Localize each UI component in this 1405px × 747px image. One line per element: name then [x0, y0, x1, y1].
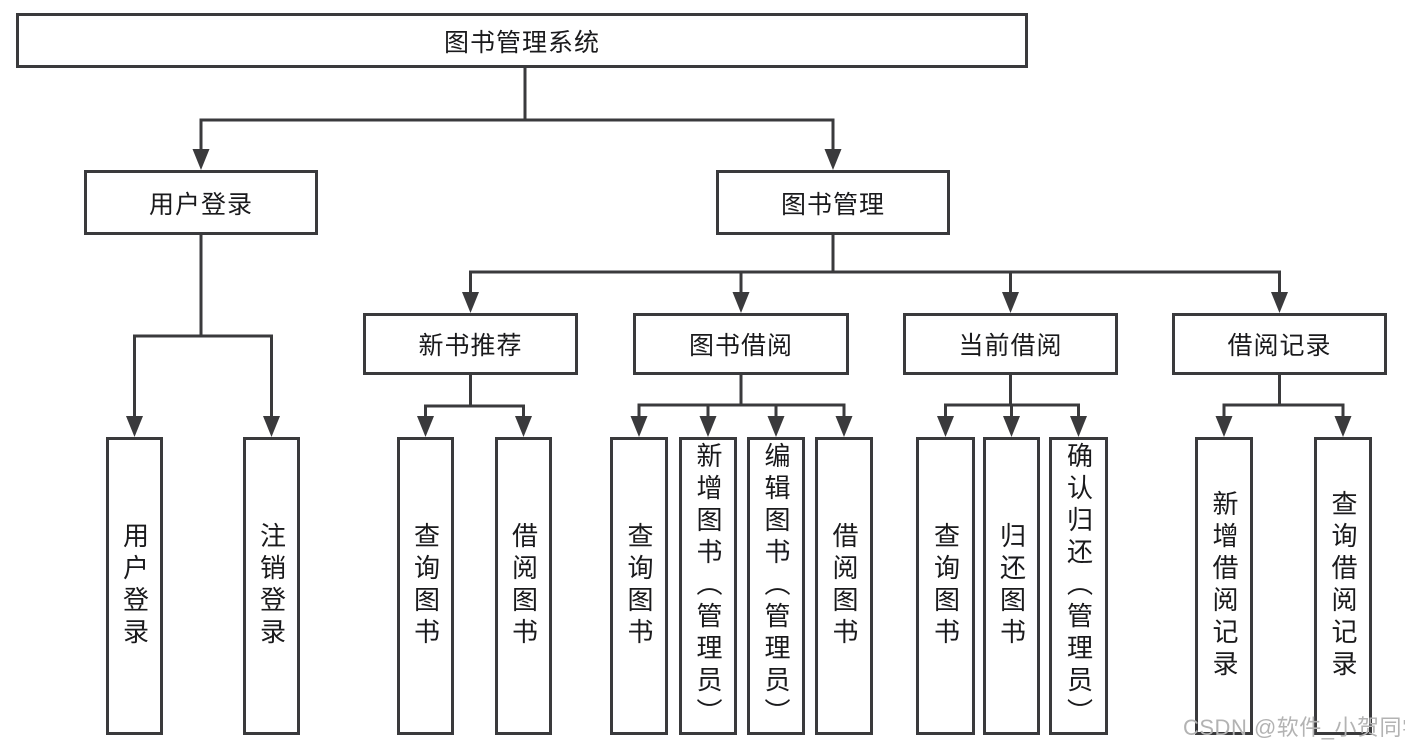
leaf-borrowing-query-books: 查询图书 — [610, 437, 668, 735]
leaf-logout-label: 注销登录 — [256, 522, 287, 650]
leaf-borrowing-edit-books-admin: 编辑图书（管理员） — [747, 437, 805, 735]
connector-drop-book-borrowing-to-leaves-3-arrowhead — [835, 416, 853, 437]
leaf-borrowing-borrow-books: 借阅图书 — [815, 437, 873, 735]
leaf-recommend-borrow-books: 借阅图书 — [495, 437, 552, 735]
leaf-current-return-books: 归还图书 — [983, 437, 1040, 735]
connector-drop-current-borrowing-to-leaves-0-arrowhead — [937, 416, 954, 437]
node-current-borrowing-label: 当前借阅 — [958, 332, 1063, 360]
connector-drop-root-to-level2-0-arrowhead — [192, 149, 210, 170]
leaf-logout: 注销登录 — [243, 437, 300, 735]
connector-drop-new-book-recommend-to-leaves-0-arrowhead — [417, 416, 434, 437]
node-book-management: 图书管理 — [716, 170, 950, 235]
leaf-current-return-books-label: 归还图书 — [996, 522, 1027, 650]
node-new-book-recommend: 新书推荐 — [363, 313, 578, 375]
node-book-borrowing: 图书借阅 — [633, 313, 849, 375]
node-borrowing-records-label: 借阅记录 — [1227, 332, 1332, 360]
connector-drop-book-management-to-level3-3-arrowhead — [1271, 292, 1288, 313]
node-root-label: 图书管理系统 — [443, 28, 600, 57]
node-book-borrowing-label: 图书借阅 — [688, 332, 793, 360]
node-book-management-label: 图书管理 — [780, 190, 885, 219]
leaf-records-query-record-label: 查询借阅记录 — [1328, 490, 1358, 682]
leaf-user-login-label: 用户登录 — [119, 522, 150, 650]
leaf-current-query-books-label: 查询图书 — [930, 522, 961, 650]
connector-drop-book-borrowing-to-leaves-1-arrowhead — [699, 416, 717, 437]
leaf-current-query-books: 查询图书 — [916, 437, 975, 735]
connector-drop-book-borrowing-to-leaves-0-arrowhead — [630, 416, 648, 437]
node-borrowing-records: 借阅记录 — [1172, 313, 1387, 375]
leaf-borrowing-query-books-label: 查询图书 — [624, 522, 654, 650]
connector-drop-book-management-to-level3-0-arrowhead — [462, 292, 479, 313]
leaf-borrowing-add-books-admin: 新增图书（管理员） — [679, 437, 737, 735]
leaf-recommend-query-books: 查询图书 — [397, 437, 454, 735]
node-new-book-recommend-label: 新书推荐 — [418, 332, 523, 360]
connector-drop-current-borrowing-to-leaves-1-arrowhead — [1003, 416, 1020, 437]
leaf-records-add-record: 新增借阅记录 — [1195, 437, 1253, 735]
connector-drop-user-login-to-leaves-0-arrowhead — [126, 416, 143, 437]
connector-drop-current-borrowing-to-leaves-2-arrowhead — [1070, 416, 1087, 437]
connector-drop-book-borrowing-to-leaves-2-arrowhead — [767, 416, 785, 437]
leaf-user-login: 用户登录 — [106, 437, 163, 735]
node-user-login: 用户登录 — [84, 170, 318, 235]
connector-drop-borrowing-records-to-leaves-0-arrowhead — [1215, 416, 1233, 437]
node-user-login-label: 用户登录 — [148, 190, 253, 219]
node-root: 图书管理系统 — [16, 13, 1028, 68]
node-current-borrowing: 当前借阅 — [903, 313, 1118, 375]
leaf-current-confirm-return-admin-label: 确认归还（管理员） — [1063, 442, 1094, 730]
connector-drop-user-login-to-leaves-1-arrowhead — [263, 416, 280, 437]
csdn-watermark: CSDN @软件_小贺同学 — [1183, 715, 1405, 740]
leaf-records-add-record-label: 新增借阅记录 — [1209, 490, 1239, 682]
leaf-records-query-record: 查询借阅记录 — [1314, 437, 1372, 735]
connector-drop-book-management-to-level3-1-arrowhead — [732, 292, 750, 313]
leaf-borrowing-borrow-books-label: 借阅图书 — [829, 522, 859, 650]
leaf-current-confirm-return-admin: 确认归还（管理员） — [1049, 437, 1108, 735]
connector-drop-root-to-level2-1-arrowhead — [824, 149, 842, 170]
connector-drop-new-book-recommend-to-leaves-1-arrowhead — [515, 416, 532, 437]
connector-drop-book-management-to-level3-2-arrowhead — [1002, 292, 1019, 313]
leaf-recommend-borrow-books-label: 借阅图书 — [508, 522, 539, 650]
leaf-borrowing-edit-books-admin-label: 编辑图书（管理员） — [761, 442, 791, 730]
connector-drop-borrowing-records-to-leaves-1-arrowhead — [1334, 416, 1352, 437]
leaf-recommend-query-books-label: 查询图书 — [410, 522, 441, 650]
leaf-borrowing-add-books-admin-label: 新增图书（管理员） — [693, 442, 723, 730]
